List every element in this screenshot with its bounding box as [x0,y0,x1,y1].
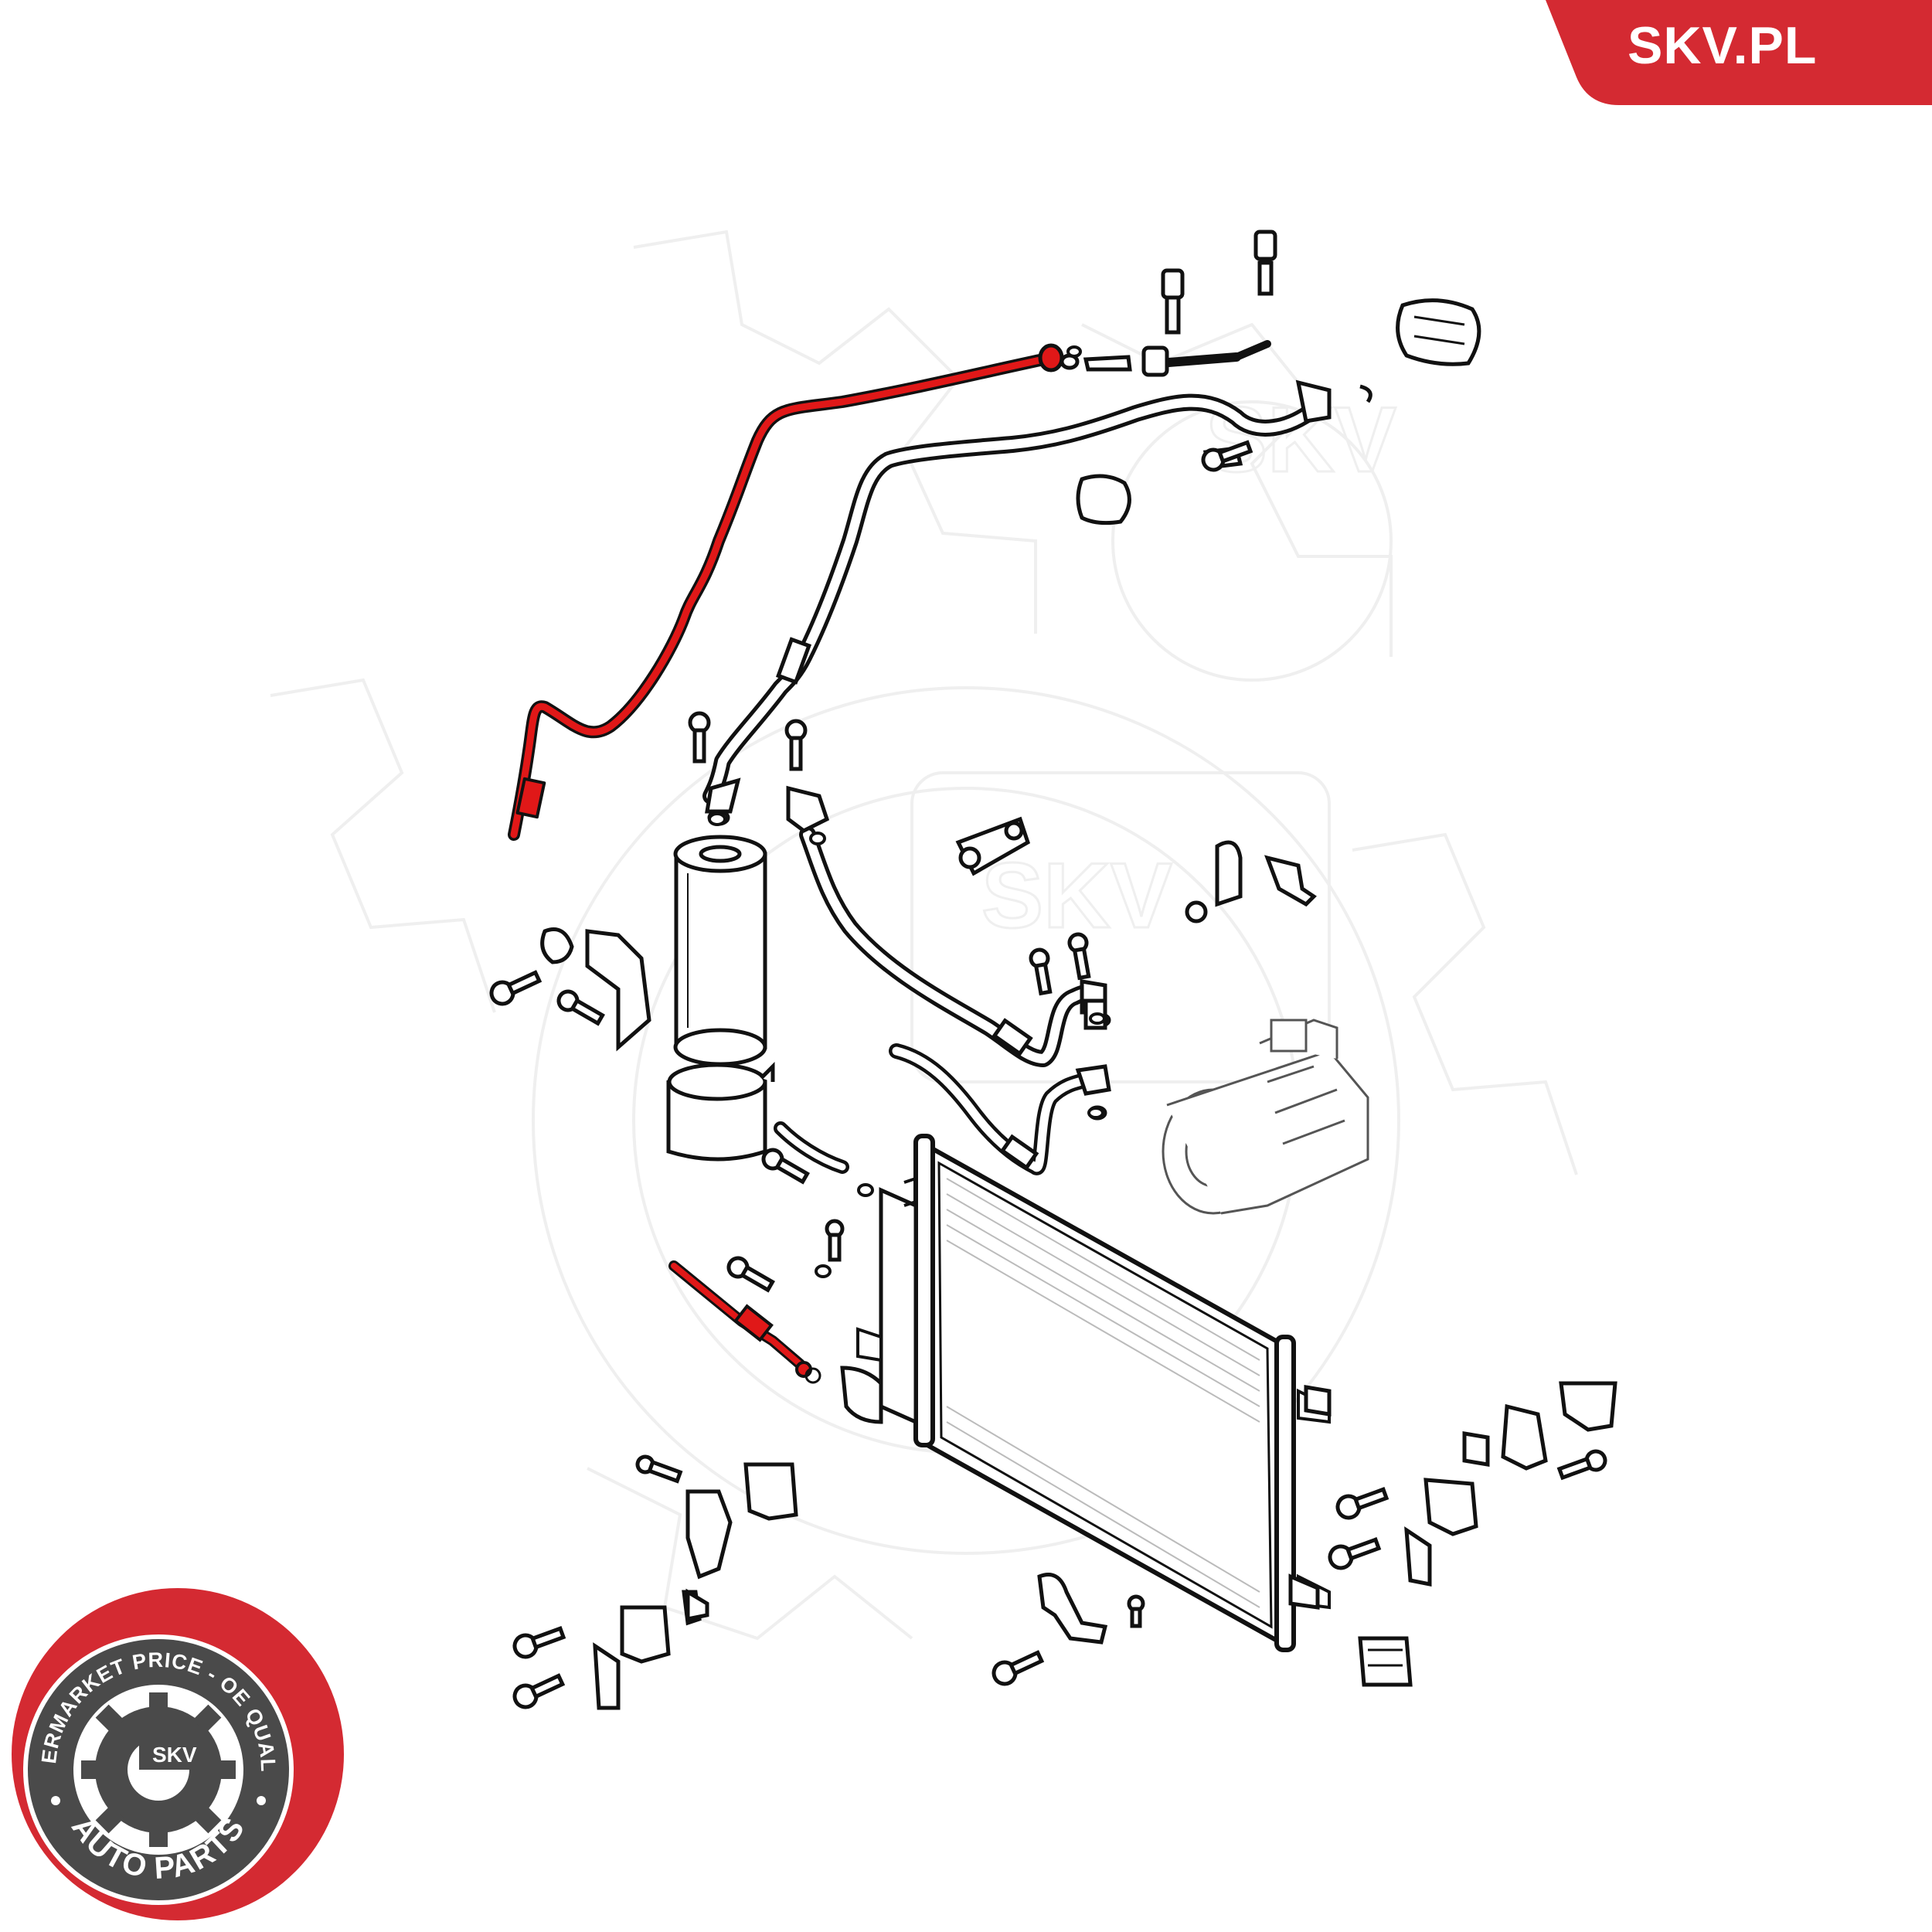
highlighted-hose[interactable] [508,343,1064,841]
service-valves [1060,230,1481,526]
o-rings [708,345,1106,1278]
refrigerant-lines [702,340,1322,1175]
bolts [489,440,1607,1709]
highlighted-hose-end[interactable] [668,1260,821,1384]
condenser[interactable] [840,1134,1331,1652]
compressor [1162,1019,1369,1215]
mounting-clips [593,816,1617,1710]
brand-site-label: SKV.PL [1628,16,1817,75]
drier-clamp [666,1061,775,1162]
seal-center-text: SKV [152,1743,197,1767]
brand-tab[interactable]: SKV.PL [1546,0,1932,105]
drier-bracket [540,927,651,1052]
skv-seal: SKV AFTERMARKET PRICE - OE QUALITY AUTO … [0,0,344,1920]
receiver-drier [673,835,767,1066]
watermark-text-b: SKV [981,844,1172,947]
seal-ring-text: AFTERMARKET PRICE - OE QUALITY [0,0,280,1773]
